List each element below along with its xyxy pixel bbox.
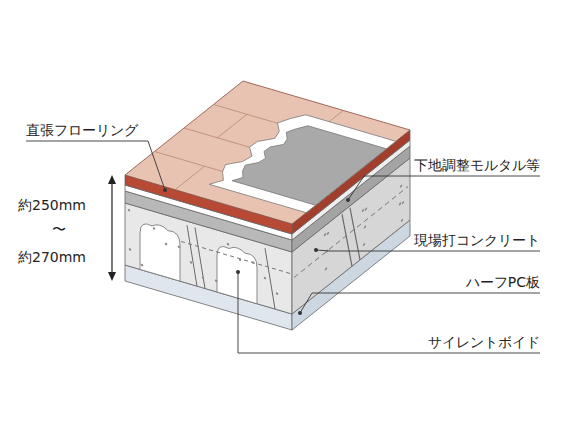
leader-dot — [236, 270, 240, 274]
leader-line — [300, 293, 540, 313]
aggregate-dot — [239, 258, 241, 261]
aggregate-dot — [402, 200, 404, 204]
aggregate-dot — [365, 207, 367, 211]
part-label: サイレントボイド — [428, 333, 540, 351]
dimension-label: 約270mm — [18, 248, 86, 266]
dashed-line — [181, 241, 291, 273]
dimension-label: 約250mm — [18, 196, 86, 214]
rebar-line — [187, 225, 197, 286]
aggregate-dot — [400, 184, 402, 188]
dimension-line — [111, 178, 112, 278]
plank-joint — [217, 114, 247, 138]
aggregate-dot — [202, 276, 204, 279]
silent-void-opening — [217, 242, 257, 304]
leader-dot — [298, 311, 302, 315]
aggregate-dot — [252, 261, 254, 264]
cushion-cutaway — [209, 115, 395, 213]
aggregate-dot — [363, 242, 365, 246]
flooring-top — [125, 81, 410, 224]
dimension-arrow — [108, 175, 116, 281]
arrow-head — [108, 175, 116, 184]
leader-dot — [163, 188, 167, 192]
silent-void-opening — [140, 219, 180, 281]
rebar-line — [350, 200, 360, 268]
rebar-line — [342, 206, 352, 274]
leader-dot — [314, 248, 318, 252]
aggregate-dot — [364, 225, 366, 229]
aggregate-dot — [276, 292, 278, 295]
concrete-front-detail — [128, 208, 291, 314]
leader-line — [316, 250, 540, 251]
aggregate-dot — [399, 202, 401, 206]
aggregate-dot — [327, 231, 329, 235]
mortar-cutaway — [232, 126, 386, 205]
aggregate-dot — [178, 245, 180, 248]
leader-line — [238, 272, 540, 353]
part-label: 下地調整モルタル等 — [414, 156, 540, 174]
aggregate-dot — [401, 218, 403, 222]
dimension-label: 〜 — [52, 220, 66, 238]
leader-line — [348, 176, 540, 200]
leader-dot — [346, 198, 350, 202]
aggregate-dot — [190, 261, 192, 264]
part-label: ハーフPC板 — [466, 273, 540, 291]
aggregate-dot — [141, 263, 143, 266]
arrow-head — [108, 272, 116, 281]
aggregate-dot — [264, 277, 266, 280]
aggregate-dot — [325, 267, 327, 271]
aggregate-dot — [227, 243, 229, 246]
aggregate-dot — [324, 233, 326, 237]
aggregate-dot — [129, 248, 131, 251]
rebar-line — [195, 228, 205, 289]
rebar-line — [265, 248, 275, 309]
aggregate-dot — [165, 242, 167, 245]
aggregate-dot — [215, 279, 217, 282]
aggregate-dot — [153, 227, 155, 230]
plank-joint — [175, 166, 205, 190]
aggregate-dot — [362, 208, 364, 212]
aggregate-dot — [128, 209, 130, 212]
part-label: 直張フローリング — [26, 121, 138, 139]
leader-line — [26, 141, 165, 190]
part-label: 現場打コンクリート — [414, 231, 540, 249]
